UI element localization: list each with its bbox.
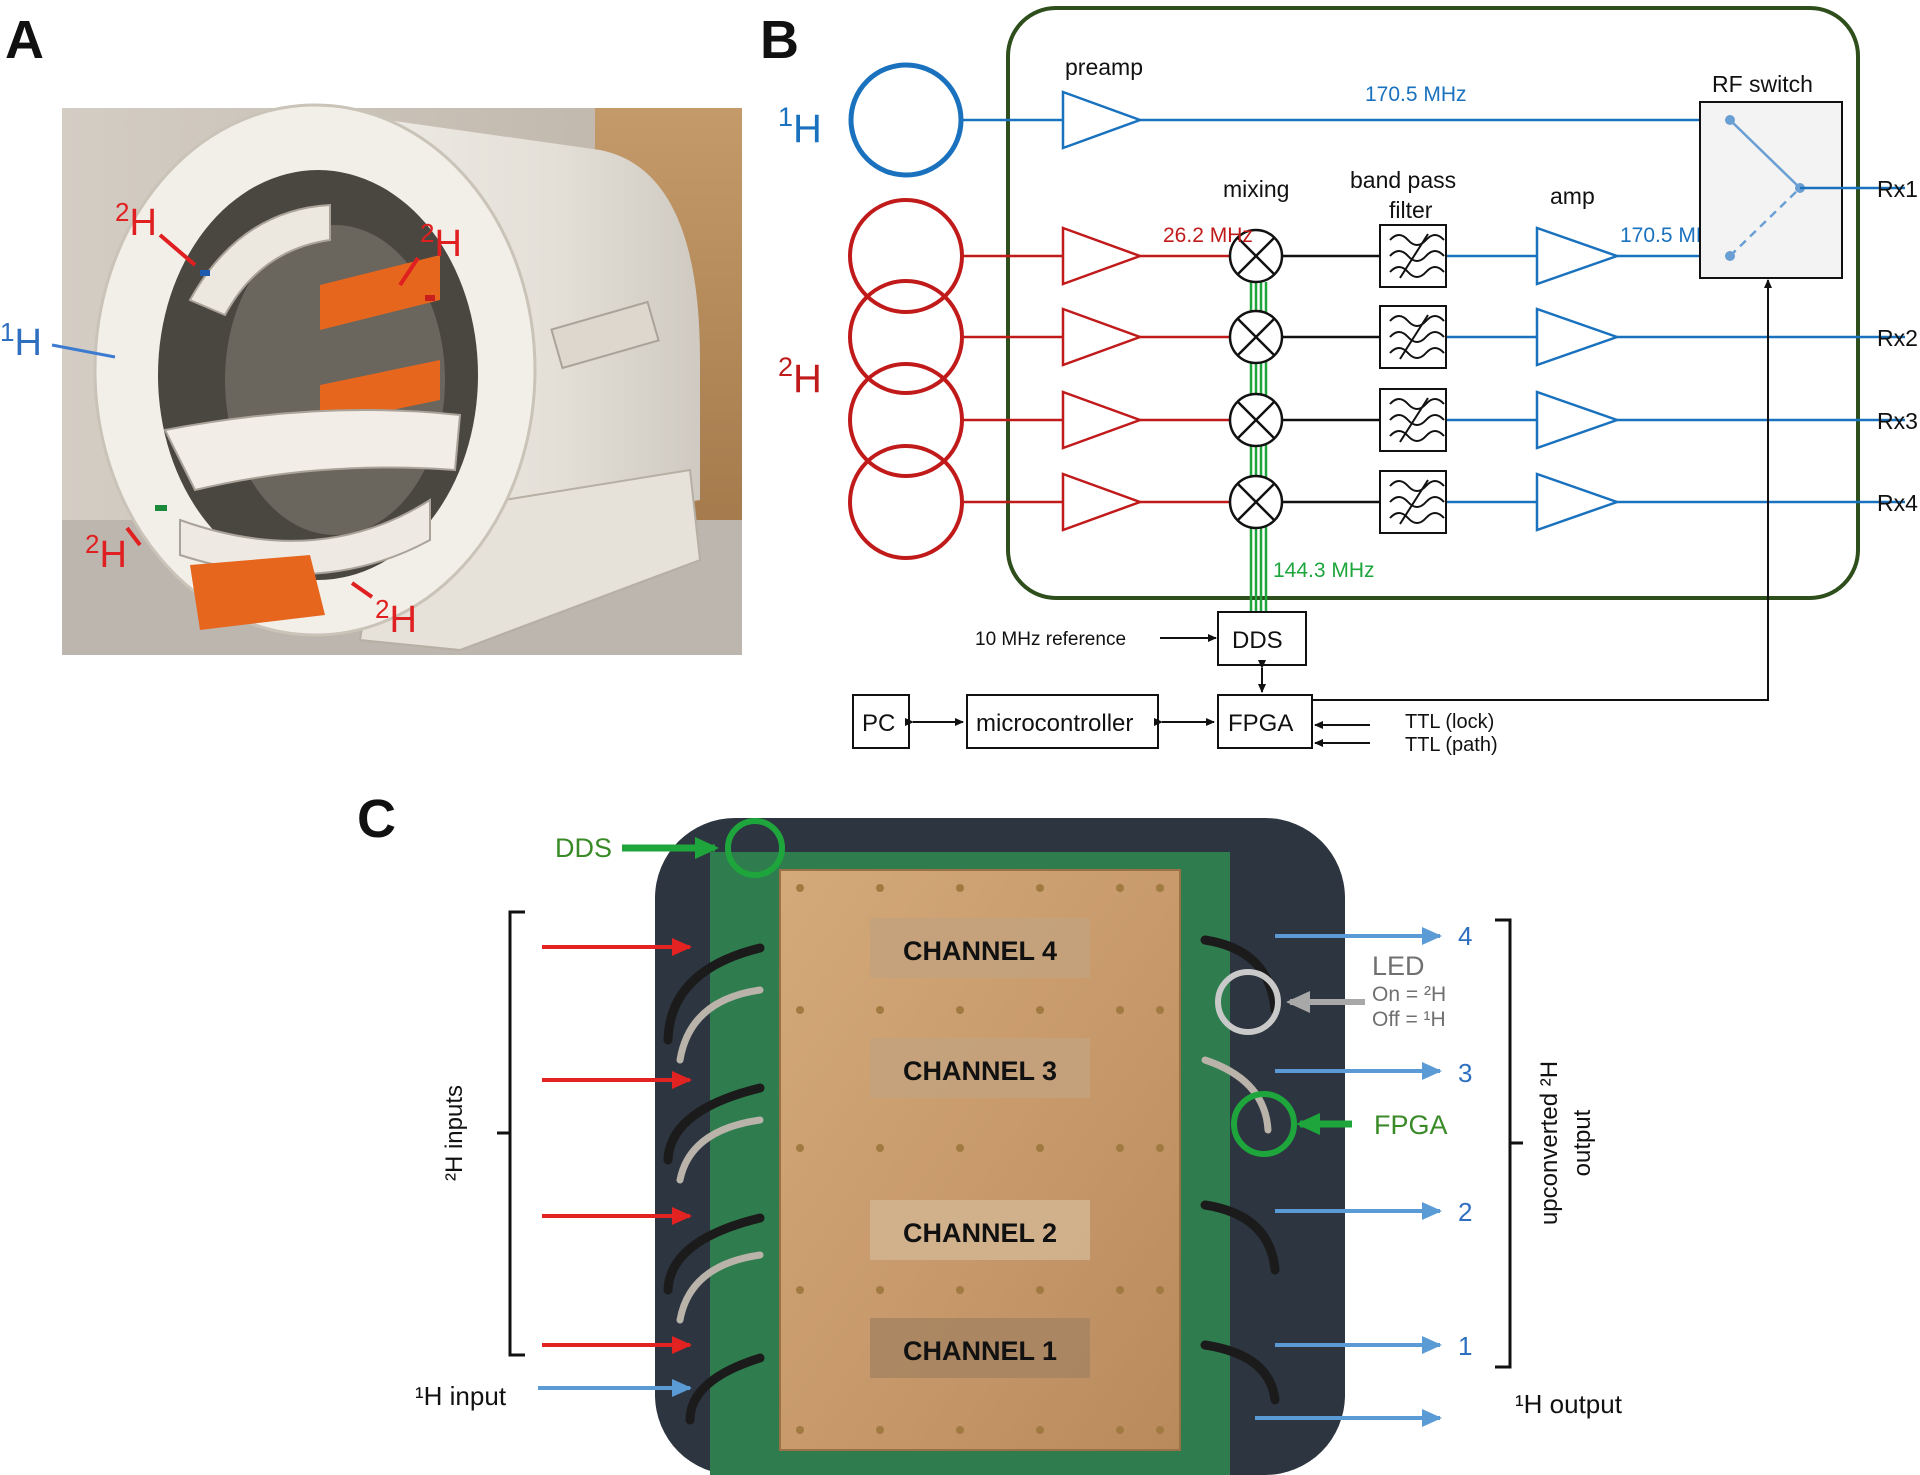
label-h1-input: ¹H input [415,1381,507,1411]
label-h2-bottom-left: 2H [85,529,127,576]
label-pc: PC [862,710,895,737]
h1-coil [848,62,964,178]
h2-preamp-4 [1061,472,1144,532]
output-number-1: 1 [1458,1331,1472,1361]
h2-preamp-1 [1061,226,1144,286]
output-rx2: Rx2 [1877,325,1918,351]
mixers [1228,228,1284,530]
mixer-1 [1228,228,1284,284]
h2-coil-4 [848,444,964,560]
filter-4 [1379,470,1447,534]
label-freq-up: 170.5 MHz [1620,224,1722,247]
filter-3 [1379,388,1447,452]
label-ref: 10 MHz reference [975,629,1126,650]
output-rx3: Rx3 [1877,408,1918,434]
fpga-box [1217,694,1313,749]
receiver-enclosure [1006,6,1860,600]
fpga-switch-control [1312,279,1772,701]
label-freq-h2: 26.2 MHz [1163,224,1253,247]
outputs-bracket [1495,918,1512,1369]
label-dds: DDS [1232,627,1283,654]
label-amp: amp [1550,183,1595,209]
label-filter: filter [1389,197,1433,223]
label-h2-coils: 2H [778,352,822,401]
pointer-h1-left [51,343,116,359]
mixer-3 [1228,392,1284,448]
pointer-h2-bottom-left [125,526,142,547]
label-mixing: mixing [1223,176,1289,202]
pc-box [852,694,910,749]
channel-4-label: CHANNEL 4 [903,936,1057,966]
panel-a: A [0,10,742,655]
label-preamp: preamp [1065,54,1143,80]
channel-3-label: CHANNEL 3 [903,1056,1057,1086]
label-h2-top-right: 2H [420,218,462,265]
filter-1 [1379,224,1447,288]
panel-b: B 1H preamp 170.5 MHz 2H [760,6,1918,756]
h2-amp-3 [1535,390,1621,450]
h2-amp-2 [1535,307,1621,367]
output-number-2: 2 [1458,1197,1472,1227]
label-fpga: FPGA [1228,710,1293,737]
label-h2-inputs: ²H inputs [441,1085,468,1181]
panel-b-letter: B [760,10,799,70]
dds-highlight-circle [725,818,785,878]
output-number-3: 3 [1458,1058,1472,1088]
panel-c: C [357,789,1623,1475]
led-highlight-circle [1215,969,1281,1035]
panel-c-letter: C [357,789,396,849]
microcontroller-box [966,694,1159,749]
pointer-h2-top-left [158,233,197,267]
label-led-on: On = ²H [1372,983,1446,1006]
mixer-2 [1228,309,1284,365]
label-led-off: Off = ¹H [1372,1008,1446,1031]
inputs-bracket [508,910,525,1357]
h2-amp-1 [1535,226,1621,286]
h2-chains [962,226,1905,532]
fpga-highlight-circle [1231,1091,1297,1157]
h2-coil-3 [848,362,964,478]
panel-a-letter: A [5,10,44,70]
rf-switch [1699,101,1905,279]
label-rf-switch: RF switch [1712,71,1813,97]
label-ttl-path: TTL (path) [1405,734,1498,756]
pointer-h2-bottom-right [350,581,374,599]
h2-coils [848,198,964,560]
pointer-h2-top-right [398,256,420,287]
label-fpga-c: FPGA [1374,1110,1448,1140]
label-h1-coil: 1H [778,102,822,151]
label-band-pass: band pass [1350,167,1456,193]
channel-2-label: CHANNEL 2 [903,1218,1057,1248]
channel-1-label: CHANNEL 1 [903,1336,1057,1366]
label-dds-c: DDS [555,833,612,863]
filter-2 [1379,305,1447,369]
mixer-4 [1228,474,1284,530]
label-freq-dds: 144.3 MHz [1273,559,1375,582]
h2-amp-4 [1535,472,1621,532]
output-rx4: Rx4 [1877,490,1918,516]
h2-preamp-3 [1061,390,1144,450]
label-upconverted: upconverted ²H [1536,1061,1563,1225]
label-h2-bottom-right: 2H [375,594,417,641]
label-h1-left: 1H [0,317,42,364]
band-pass-filters [1379,224,1447,534]
scanner-photo [62,103,742,655]
output-number-4: 4 [1458,921,1472,951]
label-led: LED [1372,951,1425,981]
label-output: output [1569,1109,1596,1176]
h1-preamp [1061,90,1144,150]
h2-coil-2 [848,279,964,395]
label-h2-top-left: 2H [115,197,157,244]
label-ttl-lock: TTL (lock) [1405,711,1494,733]
board-photo [655,818,1345,1475]
label-microcontroller: microcontroller [976,710,1133,737]
h2-preamp-2 [1061,307,1144,367]
label-freq-h1: 170.5 MHz [1365,83,1467,106]
output-rx1: Rx1 [1877,176,1918,202]
label-h1-output: ¹H output [1515,1389,1623,1419]
